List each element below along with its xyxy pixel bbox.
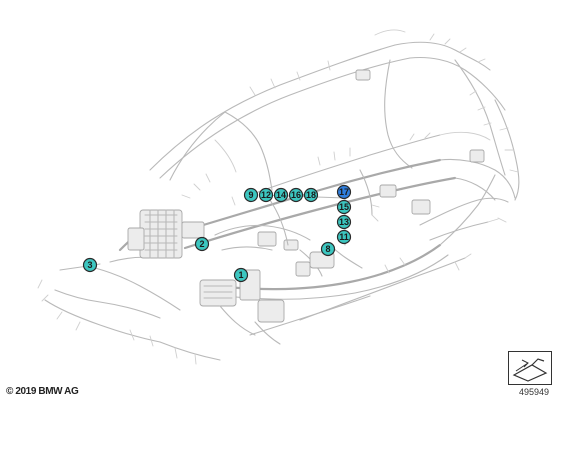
callout-marker <box>336 199 352 215</box>
callout-label: 8 <box>325 244 330 254</box>
callout-9: 9 <box>243 187 259 203</box>
callout-marker <box>233 267 249 283</box>
callout-12: 12 <box>258 187 274 203</box>
callout-label: 18 <box>306 190 316 200</box>
callout-label: 16 <box>291 190 301 200</box>
callout-13: 13 <box>336 214 352 230</box>
callout-label: 17 <box>339 187 349 197</box>
image-reference-number: 495949 <box>518 387 550 397</box>
callout-16: 16 <box>288 187 304 203</box>
callout-3: 3 <box>82 257 98 273</box>
callout-marker <box>82 257 98 273</box>
callout-1: 1 <box>233 267 249 283</box>
callout-marker <box>273 187 289 203</box>
callout-marker <box>320 241 336 257</box>
callout-2: 2 <box>194 236 210 252</box>
callout-label: 2 <box>199 239 204 249</box>
callout-label: 9 <box>248 190 253 200</box>
callout-marker <box>336 214 352 230</box>
callout-label: 11 <box>339 232 349 242</box>
callout-17: 17 <box>336 184 352 200</box>
copyright-notice: © 2019 BMW AG <box>6 386 79 397</box>
callout-18: 18 <box>303 187 319 203</box>
callout-label: 1 <box>238 270 243 280</box>
callout-8: 8 <box>320 241 336 257</box>
callout-label: 12 <box>261 190 271 200</box>
callout-11: 11 <box>336 229 352 245</box>
callout-marker <box>194 236 210 252</box>
view-orientation-icon <box>508 351 552 385</box>
callout-label: 14 <box>276 190 286 200</box>
callout-marker <box>258 187 274 203</box>
callout-label: 3 <box>87 260 92 270</box>
callout-14: 14 <box>273 187 289 203</box>
callout-marker <box>243 187 259 203</box>
callout-marker <box>303 187 319 203</box>
callout-marker <box>336 229 352 245</box>
callout-15: 15 <box>336 199 352 215</box>
vehicle-harness-drawing <box>37 29 520 365</box>
callout-marker <box>288 187 304 203</box>
callout-label: 13 <box>339 217 349 227</box>
callout-marker <box>336 184 352 200</box>
callout-label: 15 <box>339 202 349 212</box>
